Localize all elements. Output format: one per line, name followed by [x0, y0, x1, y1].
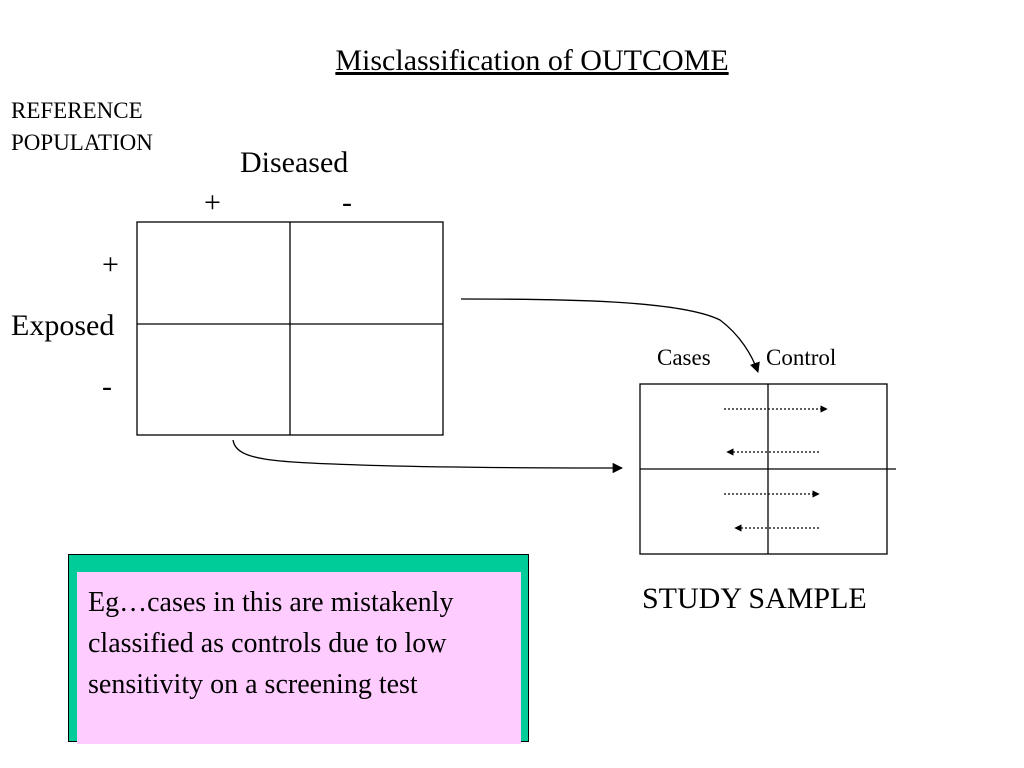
exposed-minus-label: -	[102, 370, 112, 403]
note-text: Eg…cases in this are mistakenly classifi…	[88, 587, 454, 700]
exposed-to-study-arrow	[232, 439, 624, 474]
study-table	[639, 383, 896, 555]
diseased-header: Diseased	[240, 146, 349, 179]
reference-line-1: REFERENCE	[11, 98, 143, 123]
control-label: Control	[766, 345, 837, 370]
diseased-plus-label: +	[204, 186, 221, 219]
reference-line-2: POPULATION	[11, 130, 153, 155]
cases-label: Cases	[657, 345, 711, 370]
study-sample-caption: STUDY SAMPLE	[642, 582, 867, 615]
reference-table	[136, 221, 444, 436]
exposed-plus-label: +	[102, 248, 119, 281]
reference-population-label: REFERENCE POPULATION	[11, 95, 153, 159]
exposed-header: Exposed	[11, 309, 115, 342]
slide-title: Misclassification of OUTCOME	[335, 44, 729, 77]
diseased-to-study-arrow	[460, 298, 760, 373]
note-box: Eg…cases in this are mistakenly classifi…	[77, 572, 521, 744]
diseased-minus-label: -	[342, 186, 352, 219]
